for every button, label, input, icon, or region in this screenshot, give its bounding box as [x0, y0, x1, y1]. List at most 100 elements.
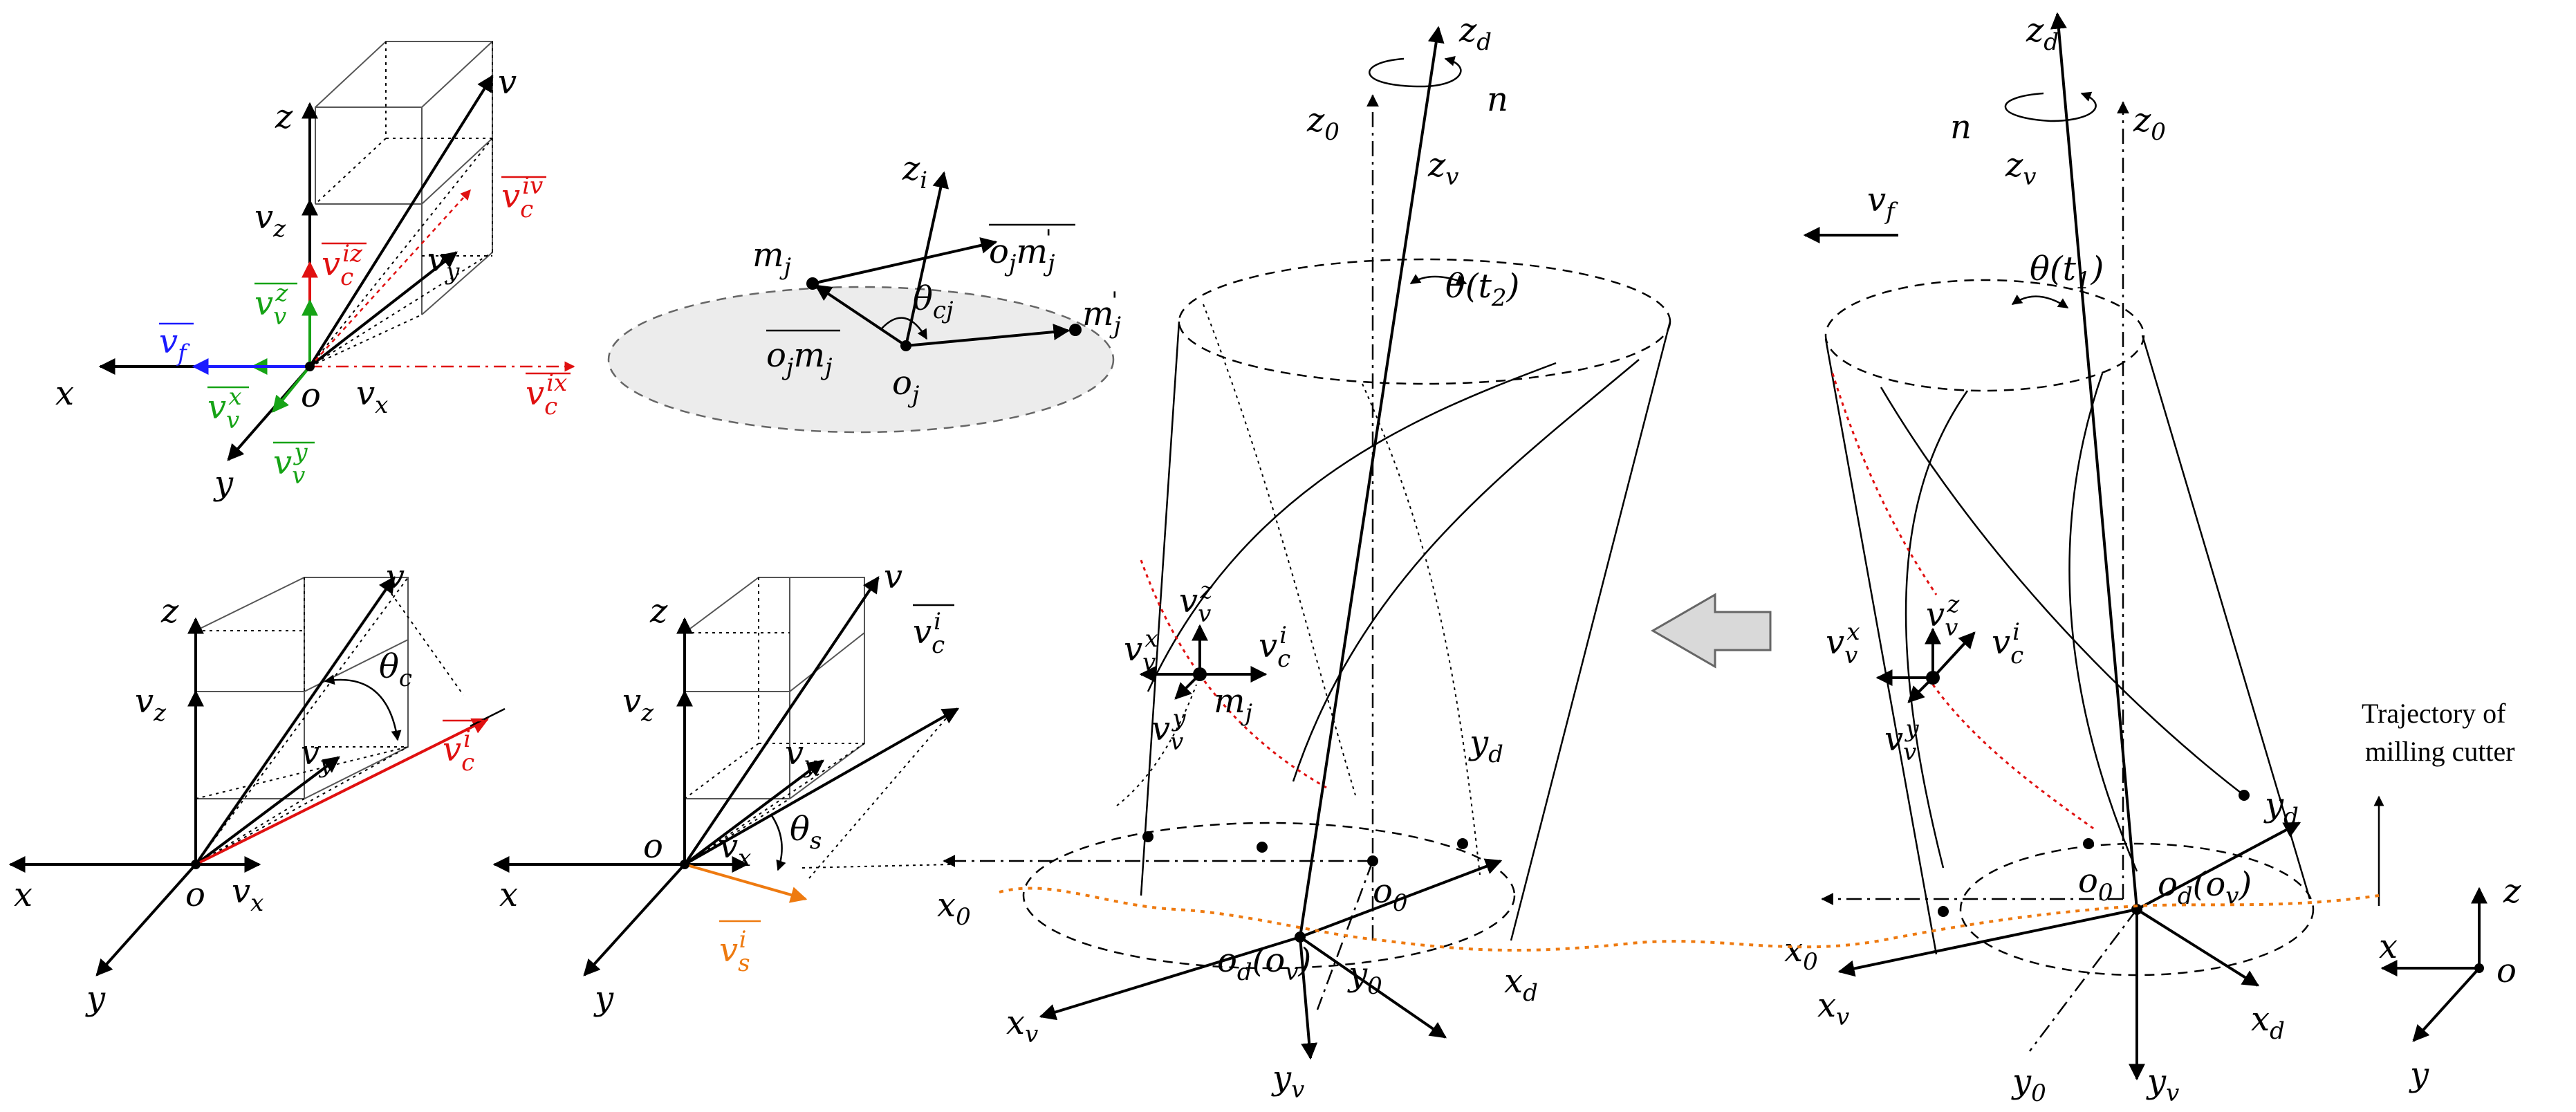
vc-iv-arrow — [309, 189, 472, 367]
vc-i-arrow — [684, 707, 960, 866]
v-arrow — [683, 576, 880, 866]
xv-axis — [1837, 908, 2138, 977]
label-zv: zv — [1427, 146, 1459, 191]
panel-cutter-t1: zd z0 zv n vf θ(t1) x0 xv xd yd yv y0 o0… — [1784, 11, 2515, 1107]
label-xv: xv — [1006, 1003, 1038, 1048]
point-oj — [900, 340, 911, 351]
label-yd: yd — [1468, 723, 1503, 768]
label-v: v — [498, 63, 517, 102]
label-x: x — [55, 374, 74, 413]
theta-c-arc — [324, 674, 402, 741]
oj-mj2-arrow — [905, 324, 1071, 347]
yd-axis — [1299, 858, 1503, 938]
label-zv: zv — [2005, 146, 2037, 191]
label-vx: vx — [232, 872, 263, 917]
label-o: o — [643, 827, 663, 866]
box-outline — [684, 577, 955, 879]
label-o0: o0 — [2078, 862, 2113, 907]
edge-point-1 — [1142, 831, 1153, 842]
label-y: y — [2409, 1055, 2429, 1094]
label-yd: yd — [2263, 786, 2299, 831]
label-v: v — [884, 557, 902, 596]
cutter-right-edge — [1510, 321, 1671, 941]
label-yv: yv — [2146, 1062, 2179, 1107]
origin-dot — [191, 860, 201, 869]
origin-dot — [2474, 963, 2484, 973]
cutter-left-edge — [1140, 321, 1180, 896]
label-vy: vy — [785, 734, 817, 779]
label-z0: z0 — [1306, 101, 1340, 146]
v-arrow — [194, 576, 396, 866]
cutting-edge-trace — [1140, 559, 1328, 790]
label-x: x — [2379, 927, 2398, 966]
point-mj — [1926, 671, 1940, 685]
cutting-edge-trace-lower — [1931, 684, 2096, 831]
zd-axis — [1299, 26, 1445, 938]
xd-axis — [2135, 908, 2260, 987]
trajectory-label-line2: milling cutter — [2365, 736, 2515, 767]
edge-point-2 — [1257, 842, 1268, 853]
label-theta-t2: θ(t2) — [1445, 267, 1519, 312]
label-vc-i: vci — [1259, 622, 1290, 673]
trajectory-label-line1: Trajectory of — [2362, 698, 2506, 729]
cutter-bottom-ellipse — [1022, 822, 1516, 970]
theta-s-arc — [770, 814, 786, 871]
transition-arrow — [1651, 593, 1772, 669]
vs-i-arrow — [684, 863, 808, 903]
panel-side-angle: z v x y o vz vy vx θs vci vsi — [492, 557, 960, 1018]
helix-hidden-2 — [1362, 383, 1481, 875]
label-theta-t1: θ(t1) — [2030, 250, 2104, 295]
panel-edge-rotation: zi mj mj' oj θcj ojmj ojmj' — [607, 149, 1122, 434]
theta-cj-arc — [881, 317, 928, 340]
origin-dot — [305, 362, 315, 371]
label-z0: z0 — [2133, 101, 2166, 146]
box-outline — [309, 41, 493, 367]
label-xd: xd — [1504, 962, 1538, 1007]
rotation-n-arrow — [1369, 56, 1462, 88]
label-v: v — [386, 557, 405, 596]
point-o0-edge — [2083, 838, 2094, 849]
point-o0 — [1367, 855, 1378, 867]
label-xv: xv — [1817, 986, 1849, 1031]
helix-edge-3 — [1880, 387, 2245, 796]
label-y: y — [213, 464, 234, 503]
edge-point-1 — [1938, 906, 1949, 917]
label-yv: yv — [1271, 1059, 1304, 1104]
label-z: z — [275, 98, 293, 136]
label-zd: zd — [1458, 11, 1492, 56]
y-axis — [583, 863, 686, 976]
yv-axis — [1299, 936, 1318, 1060]
edge-arc — [1116, 684, 1197, 806]
cutter-left-edge — [1824, 338, 1938, 955]
y-axis — [95, 863, 197, 976]
cutter-top-ellipse — [1824, 279, 2145, 392]
label-x0: x0 — [937, 886, 971, 931]
label-x: x — [14, 875, 33, 914]
vc-i-arrow — [1931, 631, 1976, 679]
label-od-ov: od(ov) — [2158, 865, 2252, 910]
label-mj: mj — [1214, 682, 1253, 727]
label-x0: x0 — [1784, 931, 1818, 976]
zd-axis — [2050, 12, 2138, 910]
label-theta-c: θc — [379, 647, 412, 692]
panel-cutting-angle: z v x y o vz vy vx θc vci — [8, 557, 506, 1018]
label-oj-mj-prime-vector: ojmj' — [989, 225, 1055, 277]
label-zd: zd — [2026, 11, 2059, 56]
v-arrow — [308, 74, 494, 368]
label-vv-y: vvy — [1151, 705, 1186, 756]
helix-edge-2 — [1292, 359, 1640, 782]
cutter-right-edge — [2141, 335, 2311, 900]
label-oj-mj-vector: ojmj — [766, 336, 833, 381]
theta-t1-arc — [2011, 295, 2069, 309]
origin-dot — [680, 860, 689, 869]
milling-trajectory — [999, 887, 2380, 952]
label-vv-y: vvy — [273, 438, 308, 490]
oj-mj-arrow — [815, 284, 907, 347]
cutting-edge-trace-upper — [1831, 373, 1938, 595]
panel-velocity-decomposition: z v x y o vz vx vy vf vciv vciz vcix vvz… — [55, 41, 575, 503]
edge-point-3 — [1457, 838, 1468, 849]
label-theta-s: θs — [790, 810, 822, 855]
label-y: y — [593, 979, 614, 1018]
vc-i-arrow — [195, 718, 490, 866]
vy-arrow — [683, 759, 824, 866]
